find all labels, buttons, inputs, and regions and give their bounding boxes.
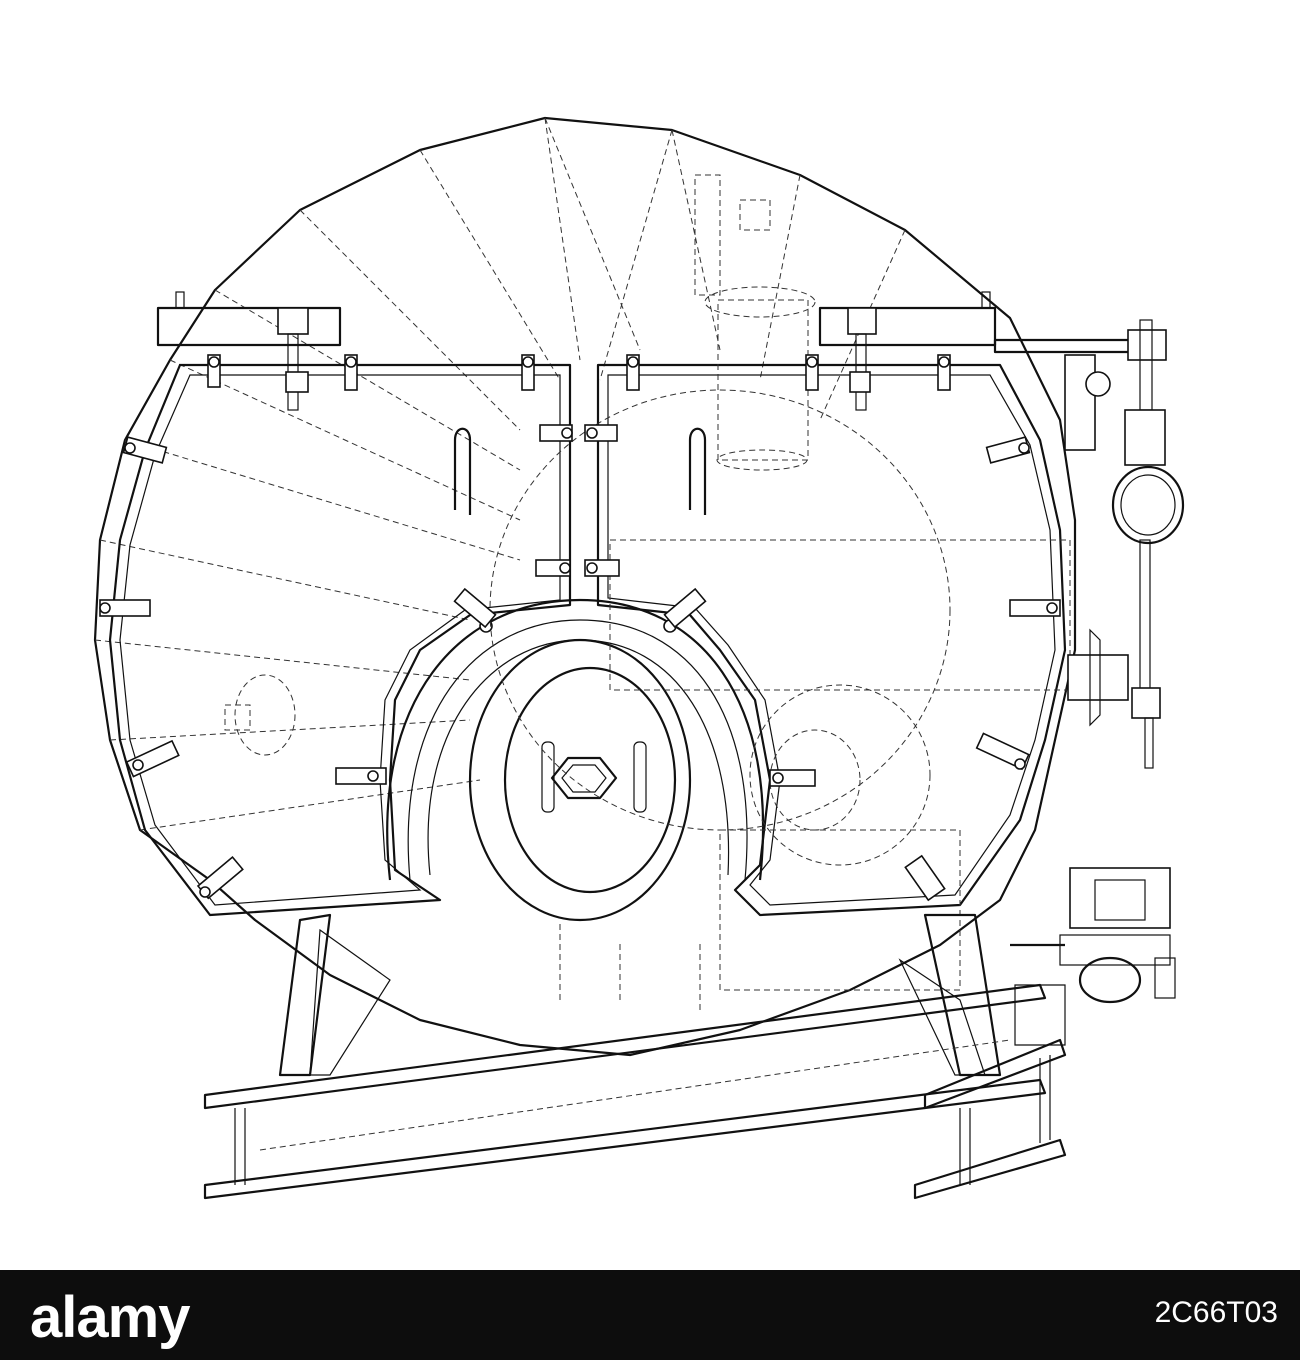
boiler-wireframe-drawing [93,116,1185,1200]
furnace-opening [386,598,765,922]
watermark-footer: alamy 2C66T03 [0,1270,1300,1360]
burner-unit [1010,867,1176,1004]
hidden-internals [224,174,1071,1010]
door-handles [453,427,707,515]
door-brackets [99,354,1061,902]
brand-logo: alamy [30,1285,190,1350]
support-frame [203,913,1067,1200]
side-fittings [993,319,1185,769]
top-hinge-bars [156,291,997,411]
stock-id-text: 2C66T03 [1154,1296,1278,1329]
front-door-right [596,363,1067,917]
boiler-shell [93,116,1077,1057]
front-door-left [108,363,572,917]
